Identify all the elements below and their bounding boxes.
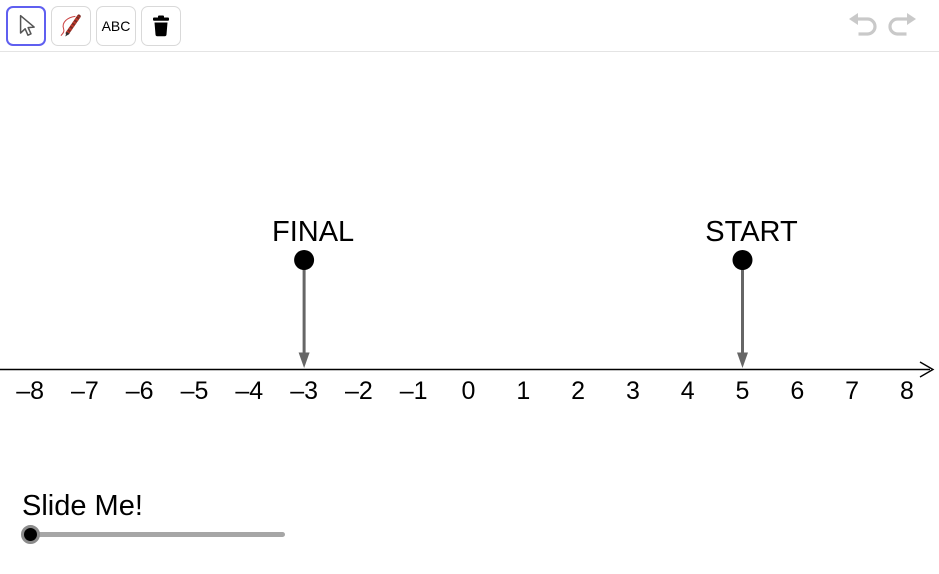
axis-tick-label: 7 <box>845 377 860 405</box>
pen-tool-button[interactable] <box>51 5 91 46</box>
axis-tick-label: 2 <box>571 377 586 405</box>
axis-tick-label: 1 <box>516 377 531 405</box>
axis-tick-label: –7 <box>70 377 99 405</box>
graphics-view[interactable]: –8 –7 –6 –5 –4 –3 –2 –1 0 1 2 3 4 5 6 7 8 FINAL START Sli… <box>0 53 939 574</box>
axis-tick-label: 8 <box>899 377 914 405</box>
axis-tick-label: 5 <box>735 377 750 405</box>
slider-handle[interactable] <box>20 525 40 544</box>
axis-tick-label: –3 <box>290 377 318 405</box>
text-tool-button[interactable]: ABC <box>96 5 136 46</box>
axis-tick-label: –4 <box>235 377 264 405</box>
axis-arrowhead-icon <box>919 361 935 378</box>
axis-tick-label: –1 <box>399 377 428 405</box>
point-label-final: FINAL <box>272 216 355 248</box>
redo-button[interactable] <box>885 8 921 44</box>
axis-tick-label: 6 <box>790 377 805 405</box>
redo-icon <box>888 12 916 36</box>
axis-tick-label: 0 <box>461 377 476 405</box>
slider-label: Slide Me! <box>22 490 143 522</box>
axis-tick-label: –5 <box>180 377 209 405</box>
point-arrowhead-icon <box>737 352 748 368</box>
axis-tick-label: 4 <box>680 377 695 405</box>
move-tool-button[interactable] <box>6 5 46 46</box>
point-dot-start[interactable] <box>732 250 753 270</box>
point-arrowhead-icon <box>298 352 310 368</box>
text-tool-label: ABC <box>101 17 131 34</box>
cursor-icon <box>19 14 35 36</box>
pen-icon <box>60 14 81 36</box>
axis-tick-label: 3 <box>625 377 640 405</box>
delete-tool-button[interactable] <box>141 5 181 46</box>
trash-icon <box>153 15 169 36</box>
undo-button[interactable] <box>844 8 880 44</box>
slider-track[interactable] <box>30 532 285 537</box>
toolbar: ABC <box>0 0 939 52</box>
point-dot-final[interactable] <box>294 250 315 270</box>
axis-tick-label: –8 <box>16 377 44 405</box>
axis-tick-label: –2 <box>344 377 373 405</box>
point-label-start: START <box>705 216 798 248</box>
undo-icon <box>849 12 877 36</box>
axis-tick-label: –6 <box>125 377 154 405</box>
